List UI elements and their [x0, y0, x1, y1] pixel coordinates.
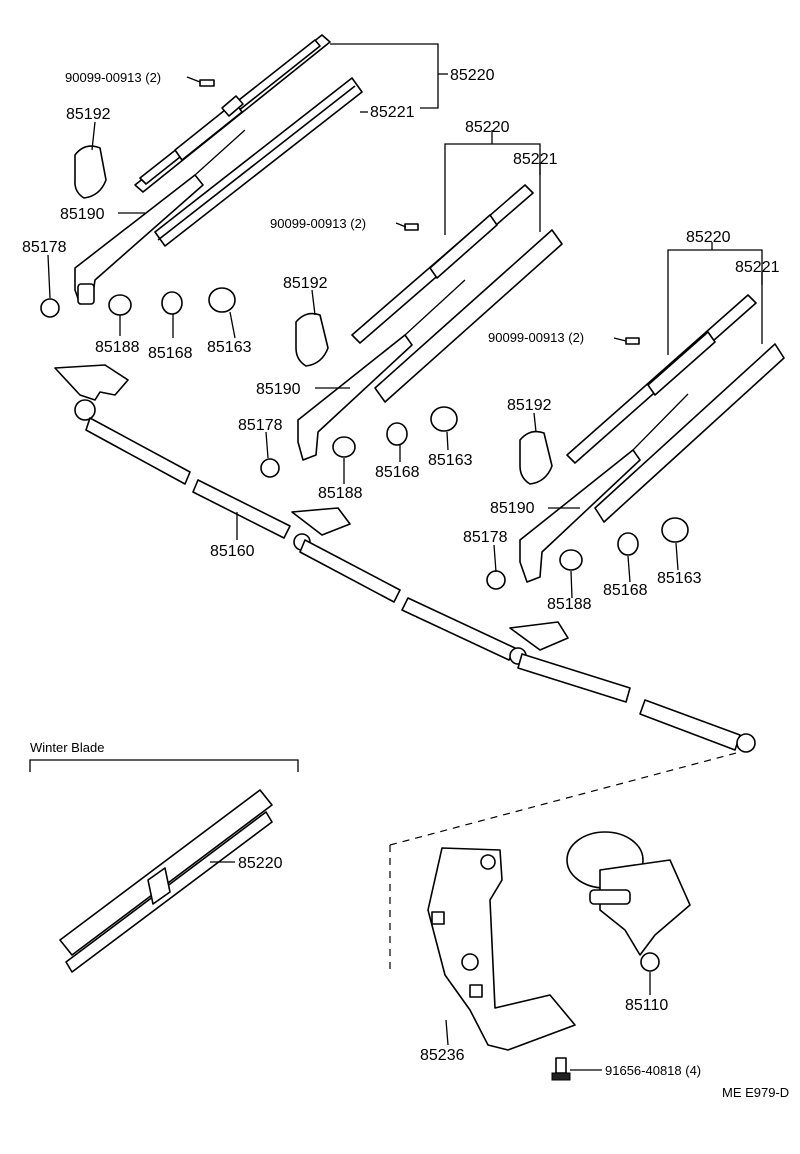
label-blade-right: 85220: [686, 229, 731, 246]
label-washer-right: 85188: [547, 596, 592, 613]
label-cap-top: 85192: [66, 106, 111, 123]
wiper-refill-right: [594, 343, 785, 523]
washer-top: [108, 294, 132, 316]
wiper-refill-mid: [374, 229, 563, 403]
washer-right: [559, 549, 583, 571]
label-winter-blade: 85220: [238, 855, 283, 872]
wiper-arm-top: [74, 129, 246, 305]
wiper-arm-mid: [297, 279, 466, 461]
label-cap-mid: 85192: [283, 275, 328, 292]
bushing-top: [161, 291, 183, 315]
label-screw-right: 90099-00913 (2): [488, 330, 584, 345]
winter-blade: [29, 759, 299, 973]
nut-top: [40, 298, 60, 318]
connection-dashed-line: [389, 751, 741, 975]
label-refill-mid: 85221: [513, 151, 558, 168]
wiper-refill-top: [154, 77, 363, 247]
bushing-right: [617, 532, 639, 556]
label-arm-top: 85190: [60, 206, 105, 223]
cap-mid: [295, 312, 329, 367]
nut-mid: [260, 458, 280, 478]
label-refill-right: 85221: [735, 259, 780, 276]
grommet-top: [208, 287, 236, 313]
label-nut-mid: 85178: [238, 417, 283, 434]
label-screw-top: 90099-00913 (2): [65, 70, 161, 85]
label-winter-title: Winter Blade: [30, 740, 104, 755]
cap-right: [519, 430, 553, 485]
bolt-icon: [551, 1057, 571, 1081]
label-bushing-right: 85168: [603, 582, 648, 599]
grommet-right: [661, 517, 689, 543]
leader-lines: [47, 43, 763, 1071]
screw-icon: [404, 223, 419, 231]
screw-icon: [625, 337, 640, 345]
label-grommet-right: 85163: [657, 570, 702, 587]
wiper-blade-top: [134, 34, 331, 193]
motor-bracket: [427, 847, 576, 1051]
label-screw-mid: 90099-00913 (2): [270, 216, 366, 231]
label-washer-mid: 85188: [318, 485, 363, 502]
label-nut-top: 85178: [22, 239, 67, 256]
label-nut-right: 85178: [463, 529, 508, 546]
label-bushing-top: 85168: [148, 345, 193, 362]
screw-icon: [199, 79, 215, 87]
diagram-code: ME E979-D: [722, 1085, 789, 1100]
grommet-mid: [430, 406, 458, 432]
label-cap-right: 85192: [507, 397, 552, 414]
label-bolt: 91656-40818 (4): [605, 1063, 701, 1078]
bushing-mid: [386, 422, 408, 446]
label-bracket: 85236: [420, 1047, 465, 1064]
nut-right: [486, 570, 506, 590]
cap-top: [74, 145, 107, 199]
label-grommet-top: 85163: [207, 339, 252, 356]
label-blade-mid: 85220: [465, 119, 510, 136]
label-motor: 85110: [625, 997, 668, 1014]
label-washer-top: 85188: [95, 339, 140, 356]
label-arm-mid: 85190: [256, 381, 301, 398]
label-blade-top: 85220: [450, 67, 495, 84]
label-bushing-mid: 85168: [375, 464, 420, 481]
wiper-blade-mid: [351, 184, 534, 344]
wiper-blade-right: [566, 294, 757, 464]
wiper-link: [54, 364, 756, 753]
label-refill-top: 85221: [370, 104, 415, 121]
label-grommet-mid: 85163: [428, 452, 473, 469]
washer-mid: [332, 436, 356, 458]
wiper-motor: [566, 831, 691, 972]
label-link: 85160: [210, 543, 255, 560]
label-arm-right: 85190: [490, 500, 535, 517]
wiper-arm-right: [519, 393, 689, 583]
